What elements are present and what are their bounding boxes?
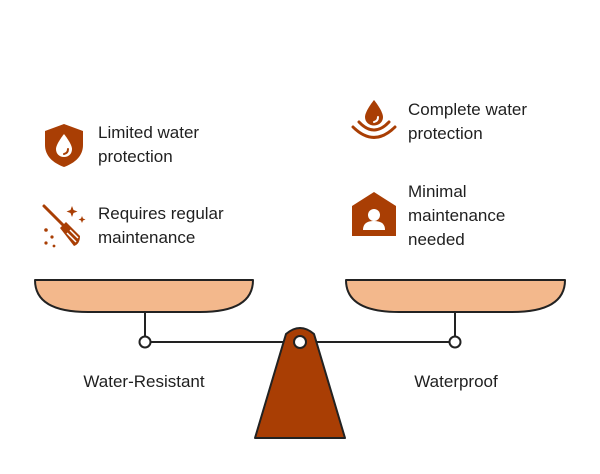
right-pan <box>345 279 566 313</box>
left-item-1-text: Limited water protection <box>98 123 200 166</box>
right-hanger-knob <box>448 335 462 349</box>
scale-stand <box>254 327 346 439</box>
right-item-2: Minimal maintenance needed <box>350 180 538 252</box>
left-hanger-knob <box>138 335 152 349</box>
left-item-1: Limited water protection <box>40 121 238 169</box>
left-pan-label: Water-Resistant <box>83 372 205 391</box>
left-item-2-text: Requires regular maintenance <box>98 204 224 247</box>
right-pan-label: Waterproof <box>414 372 498 391</box>
house-person-icon <box>350 190 398 238</box>
broom-sparkle-icon <box>40 202 88 250</box>
right-item-1-text: Complete water protection <box>408 100 528 143</box>
drop-waves-icon <box>350 98 398 146</box>
right-item-2-text: Minimal maintenance needed <box>408 182 506 249</box>
right-item-1: Complete water protection <box>350 98 558 146</box>
left-pan <box>34 279 254 313</box>
left-item-2: Requires regular maintenance <box>40 202 258 250</box>
shield-drop-icon <box>40 121 88 169</box>
scale-pivot <box>293 335 307 349</box>
